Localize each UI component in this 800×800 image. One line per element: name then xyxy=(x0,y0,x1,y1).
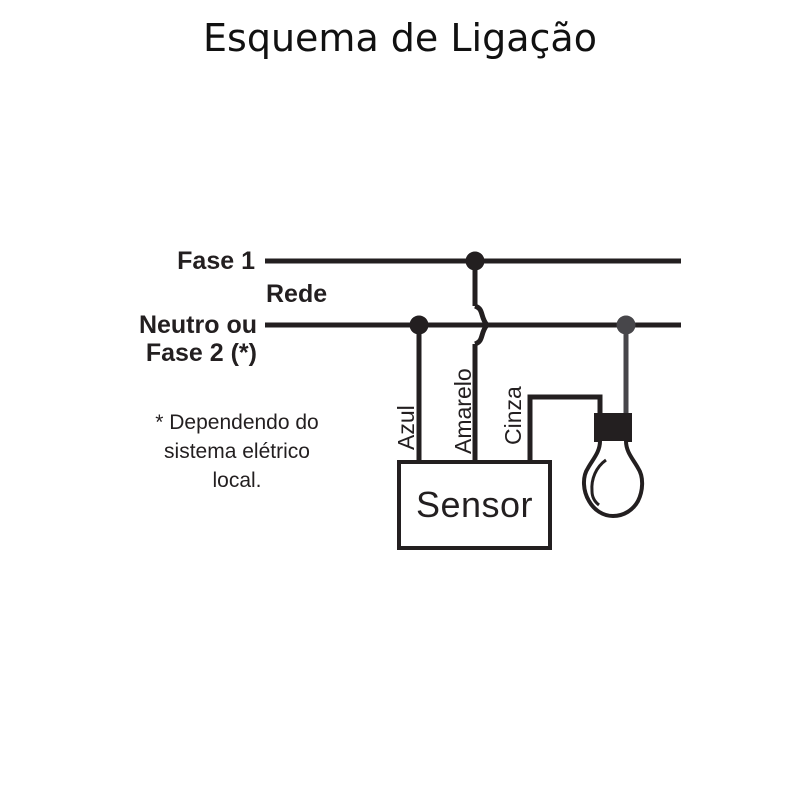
junction-dot-fase1 xyxy=(465,251,485,271)
neutro-label: Neutro ou Fase 2 (*) xyxy=(95,311,257,367)
lamp-socket xyxy=(594,413,632,442)
footnote-line2: sistema elétrico xyxy=(164,440,310,463)
page-title: Esquema de Ligação xyxy=(203,16,597,60)
junction-dot-lamp xyxy=(616,315,636,335)
light-bulb-icon xyxy=(582,413,645,519)
bulb-glass-outline xyxy=(582,440,645,519)
neutro-label-line2: Fase 2 (*) xyxy=(145,339,257,367)
footnote: * Dependendo do sistema elétrico local. xyxy=(130,408,344,495)
wire-crossover-hop xyxy=(473,303,491,347)
gray-wire xyxy=(527,394,603,464)
yellow-wire-label: Amarelo xyxy=(450,368,476,454)
blue-wire-label: Azul xyxy=(393,405,419,450)
footnote-line1: * Dependendo do xyxy=(155,411,319,434)
junction-dot-neutro xyxy=(409,315,429,335)
sensor-box: Sensor xyxy=(397,460,552,550)
rede-label: Rede xyxy=(266,280,328,308)
footnote-line3: local. xyxy=(212,469,262,492)
bulb-highlight xyxy=(590,458,607,507)
fase1-label: Fase 1 xyxy=(177,247,255,275)
gray-wire-label: Cinza xyxy=(500,386,526,445)
sensor-label: Sensor xyxy=(415,484,534,525)
neutro-label-line1: Neutro ou xyxy=(138,311,257,339)
